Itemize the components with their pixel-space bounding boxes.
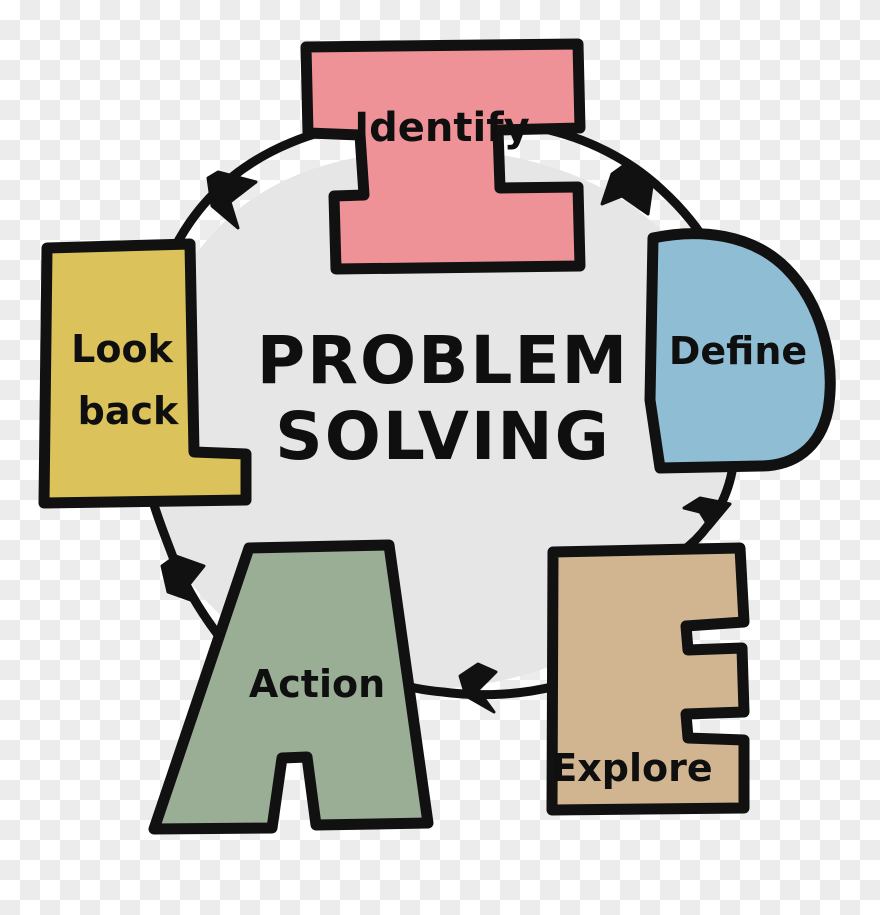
look-back-label-line1: Look	[71, 327, 173, 371]
step-action[interactable]: Action	[148, 539, 434, 835]
letter-d-shape[interactable]	[644, 228, 836, 474]
title-line-2: SOLVING	[275, 398, 611, 475]
step-define[interactable]: Define	[644, 228, 836, 474]
center-title: PROBLEM SOLVING	[257, 322, 629, 475]
arrowhead-to-identify-icon	[206, 170, 258, 230]
arrowhead-to-explore-icon	[682, 496, 732, 530]
arrowhead-to-define-icon	[600, 162, 654, 216]
identify-label: Identify	[354, 105, 529, 151]
letter-e-shape[interactable]	[546, 542, 750, 816]
step-identify[interactable]: Identify	[300, 38, 586, 275]
arrowhead-to-lookback-icon	[160, 554, 206, 604]
explore-label: Explore	[551, 746, 712, 790]
arrowhead-to-action-icon	[458, 662, 498, 714]
letter-a-shape[interactable]	[148, 539, 434, 835]
step-look-back[interactable]: Look back	[38, 238, 252, 509]
cycle-arrowheads	[160, 162, 732, 714]
step-explore[interactable]: Explore	[546, 542, 750, 816]
letter-l-shape[interactable]	[38, 238, 252, 509]
look-back-label-line2: back	[78, 389, 179, 433]
letter-i-shape[interactable]	[300, 38, 586, 275]
action-label: Action	[249, 662, 385, 706]
title-line-1: PROBLEM	[257, 322, 629, 399]
define-label: Define	[669, 329, 807, 373]
